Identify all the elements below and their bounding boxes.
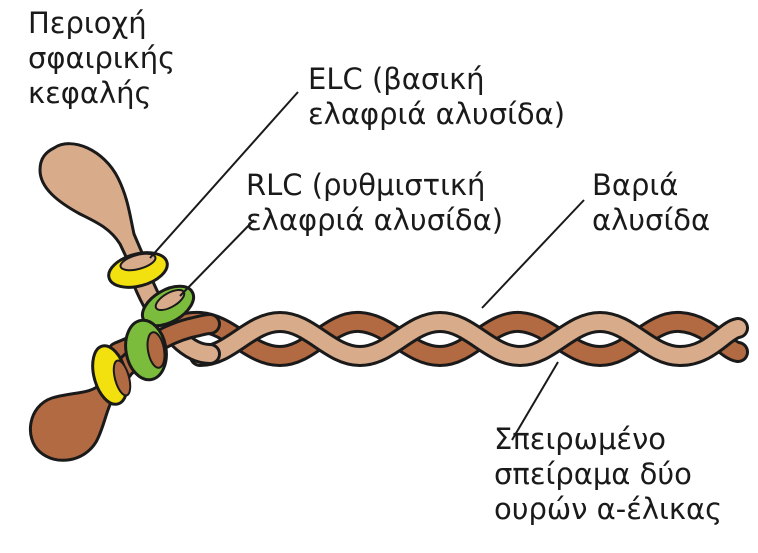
coiled-coil-leader-line [511,361,559,441]
heavy-chain-label: Βαριά αλυσίδα [592,168,710,238]
elc-line-2: ελαφριά αλυσίδα) [308,97,566,131]
upper-head [38,142,154,284]
head-region-line-2: σφαιρικής [28,41,176,75]
heavy-chain-line-1: Βαριά [592,168,679,202]
head-region-line-1: Περιοχή [28,6,147,40]
rlc-label: RLC (ρυθμιστική ελαφριά αλυσίδα) [246,168,503,238]
coiled-coil-line-1: Σπειρωμένο [494,422,667,456]
rlc-ring-lower [124,318,168,382]
head-region-label: Περιοχή σφαιρικής κεφαλής [28,6,175,111]
elc-ring-upper [107,251,169,289]
heavy-chain-leader-line [481,199,585,309]
elc-ring-lower [91,344,132,406]
heavy-chain-line-2: αλυσίδα [592,203,711,237]
elc-leader-line [149,91,299,259]
elc-label: ELC (βασική ελαφριά αλυσίδα) [308,62,565,132]
rlc-leader-line [179,219,255,297]
rlc-line-1: RLC (ρυθμιστική [246,168,486,202]
coiled-coil-line-2: σπείραμα δύο [494,457,692,491]
elc-line-1: ELC (βασική [308,62,485,96]
coiled-coil-tail [107,269,749,383]
rlc-line-2: ελαφριά αλυσίδα) [246,203,504,237]
head-region-line-3: κεφαλής [28,76,152,110]
coiled-coil-line-3: ουρών α-έλικας [494,492,723,526]
coiled-coil-label: Σπειρωμένο σπείραμα δύο ουρών α-έλικας [494,422,722,527]
